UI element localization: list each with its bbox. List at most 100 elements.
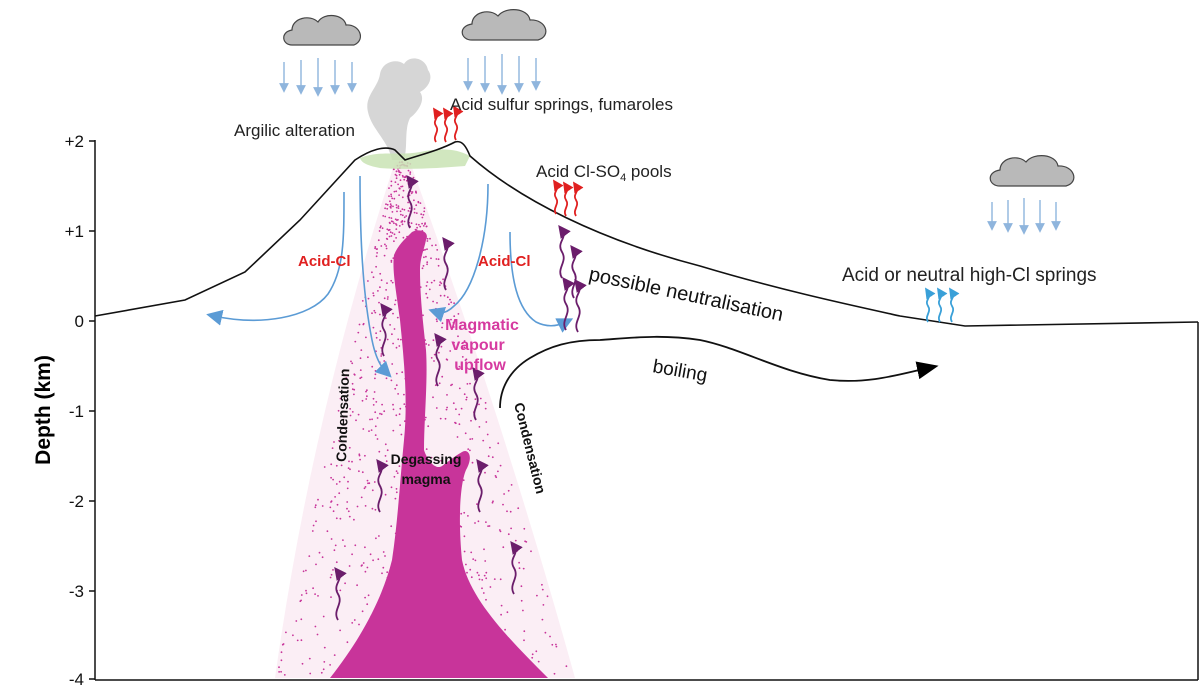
vapour-stipple-dot bbox=[523, 630, 526, 633]
vapour-stipple-dot bbox=[371, 418, 373, 421]
vapour-stipple-dot bbox=[312, 524, 315, 527]
vapour-stipple-dot bbox=[458, 413, 461, 416]
vapour-stipple-dot bbox=[378, 301, 380, 304]
vapour-stipple-dot bbox=[441, 322, 444, 325]
vapour-stipple-dot bbox=[398, 231, 401, 234]
vapour-stipple-dot bbox=[463, 346, 466, 349]
vapour-stipple-dot bbox=[431, 244, 433, 247]
vapour-stipple-dot bbox=[366, 566, 369, 569]
vapour-stipple-dot bbox=[354, 340, 357, 343]
vapour-stipple-dot bbox=[423, 207, 426, 210]
vapour-stipple-dot bbox=[485, 571, 488, 574]
label-acid-cl-so4-pools: Acid Cl-SO4 pools bbox=[536, 162, 672, 184]
vapour-stipple-dot bbox=[359, 458, 361, 461]
vapour-stipple-dot bbox=[377, 558, 380, 561]
vapour-stipple-dot bbox=[311, 530, 314, 532]
vapour-stipple-dot bbox=[413, 211, 416, 214]
vapour-stipple-dot bbox=[395, 204, 398, 206]
vapour-stipple-dot bbox=[382, 566, 385, 569]
vapour-stipple-dot bbox=[531, 653, 534, 656]
vapour-stipple-dot bbox=[392, 342, 394, 345]
vapour-stipple-dot bbox=[367, 482, 369, 485]
vapour-stipple-dot bbox=[435, 258, 438, 260]
high-cl-springs bbox=[925, 287, 960, 323]
cloud-icon bbox=[989, 155, 1075, 187]
argilic-alteration-zone bbox=[360, 149, 470, 169]
vapour-stipple-dot bbox=[436, 302, 438, 304]
vapour-stipple-dot bbox=[330, 538, 333, 540]
vapour-stipple-dot bbox=[361, 471, 364, 474]
vapour-stipple-dot bbox=[390, 220, 393, 223]
vapour-stipple-dot bbox=[405, 179, 408, 182]
vapour-stipple-dot bbox=[465, 396, 468, 399]
vapour-stipple-dot bbox=[331, 447, 334, 449]
vapour-stipple-dot bbox=[449, 350, 452, 352]
vapour-stipple-dot bbox=[448, 303, 450, 306]
label-acid-cl-so4-tail: pools bbox=[626, 162, 671, 181]
vapour-stipple-dot bbox=[397, 205, 400, 208]
vapour-stipple-dot bbox=[317, 498, 319, 501]
vapour-stipple-dot bbox=[435, 407, 438, 409]
vapour-stipple-dot bbox=[351, 362, 354, 365]
vapour-stipple-dot bbox=[437, 258, 440, 261]
vapour-stipple-dot bbox=[314, 593, 316, 595]
vapour-stipple-dot bbox=[425, 285, 428, 287]
vapour-stipple-dot bbox=[363, 487, 366, 490]
vapour-stipple-dot bbox=[384, 243, 386, 246]
vapour-stipple-dot bbox=[347, 510, 350, 513]
vapour-stipple-dot bbox=[376, 252, 378, 254]
vapour-stipple-dot bbox=[478, 578, 481, 581]
vapour-stipple-dot bbox=[384, 443, 387, 446]
vapour-stipple-dot bbox=[421, 222, 423, 225]
label-boiling: boiling bbox=[651, 356, 709, 386]
vapour-stipple-dot bbox=[342, 539, 344, 541]
vapour-stipple-dot bbox=[398, 225, 401, 227]
vapour-stipple-dot bbox=[507, 533, 510, 536]
vapour-stipple-dot bbox=[376, 438, 379, 440]
vapour-stipple-dot bbox=[373, 481, 376, 483]
label-acid-cl-left: Acid-Cl bbox=[298, 253, 351, 270]
vapour-stipple-dot bbox=[400, 185, 402, 188]
vapour-stipple-dot bbox=[403, 208, 406, 211]
vapour-stipple-dot bbox=[374, 370, 377, 372]
cloud-icon bbox=[461, 9, 547, 41]
vapour-stipple-dot bbox=[397, 207, 400, 210]
tick-label-plus1: +1 bbox=[65, 222, 84, 241]
vapour-stipple-dot bbox=[382, 215, 385, 217]
vapour-stipple-dot bbox=[356, 505, 359, 508]
vapour-stipple-dot bbox=[503, 493, 505, 495]
vapour-stipple-dot bbox=[523, 639, 525, 642]
vapour-stipple-dot bbox=[351, 411, 354, 413]
vapour-stipple-dot bbox=[379, 339, 381, 341]
vapour-stipple-dot bbox=[484, 407, 487, 410]
vapour-stipple-dot bbox=[438, 382, 441, 385]
vapour-stipple-dot bbox=[349, 408, 351, 410]
vapour-stipple-dot bbox=[553, 672, 556, 675]
vapour-stipple-dot bbox=[384, 207, 386, 210]
vapour-stipple-dot bbox=[465, 563, 467, 566]
vapour-stipple-dot bbox=[292, 634, 294, 637]
vapour-stipple-dot bbox=[358, 623, 360, 626]
vapour-stipple-dot bbox=[409, 173, 412, 175]
vapour-stipple-dot bbox=[555, 643, 557, 646]
vapour-stipple-dot bbox=[402, 189, 405, 192]
vapour-stipple-dot bbox=[374, 311, 377, 314]
vapour-stipple-dot bbox=[372, 294, 375, 297]
vapour-stipple-dot bbox=[453, 315, 456, 318]
vapour-stipple-dot bbox=[348, 460, 350, 463]
vapour-stipple-dot bbox=[390, 261, 393, 263]
vapour-stipple-dot bbox=[381, 403, 383, 406]
vapour-stipple-dot bbox=[442, 278, 444, 281]
vapour-stipple-dot bbox=[488, 525, 491, 527]
vapour-stipple-dot bbox=[332, 510, 335, 513]
vapour-stipple-dot bbox=[555, 645, 558, 648]
vapour-stipple-dot bbox=[541, 583, 543, 586]
vapour-stipple-dot bbox=[351, 460, 353, 463]
vapour-stipple-dot bbox=[353, 388, 356, 391]
vapour-stipple-dot bbox=[337, 409, 340, 412]
vapour-stipple-dot bbox=[384, 455, 387, 457]
vapour-stipple-dot bbox=[411, 191, 414, 193]
vapour-stipple-dot bbox=[283, 674, 286, 676]
vapour-stipple-dot bbox=[338, 480, 341, 483]
vapour-stipple-dot bbox=[358, 454, 361, 457]
